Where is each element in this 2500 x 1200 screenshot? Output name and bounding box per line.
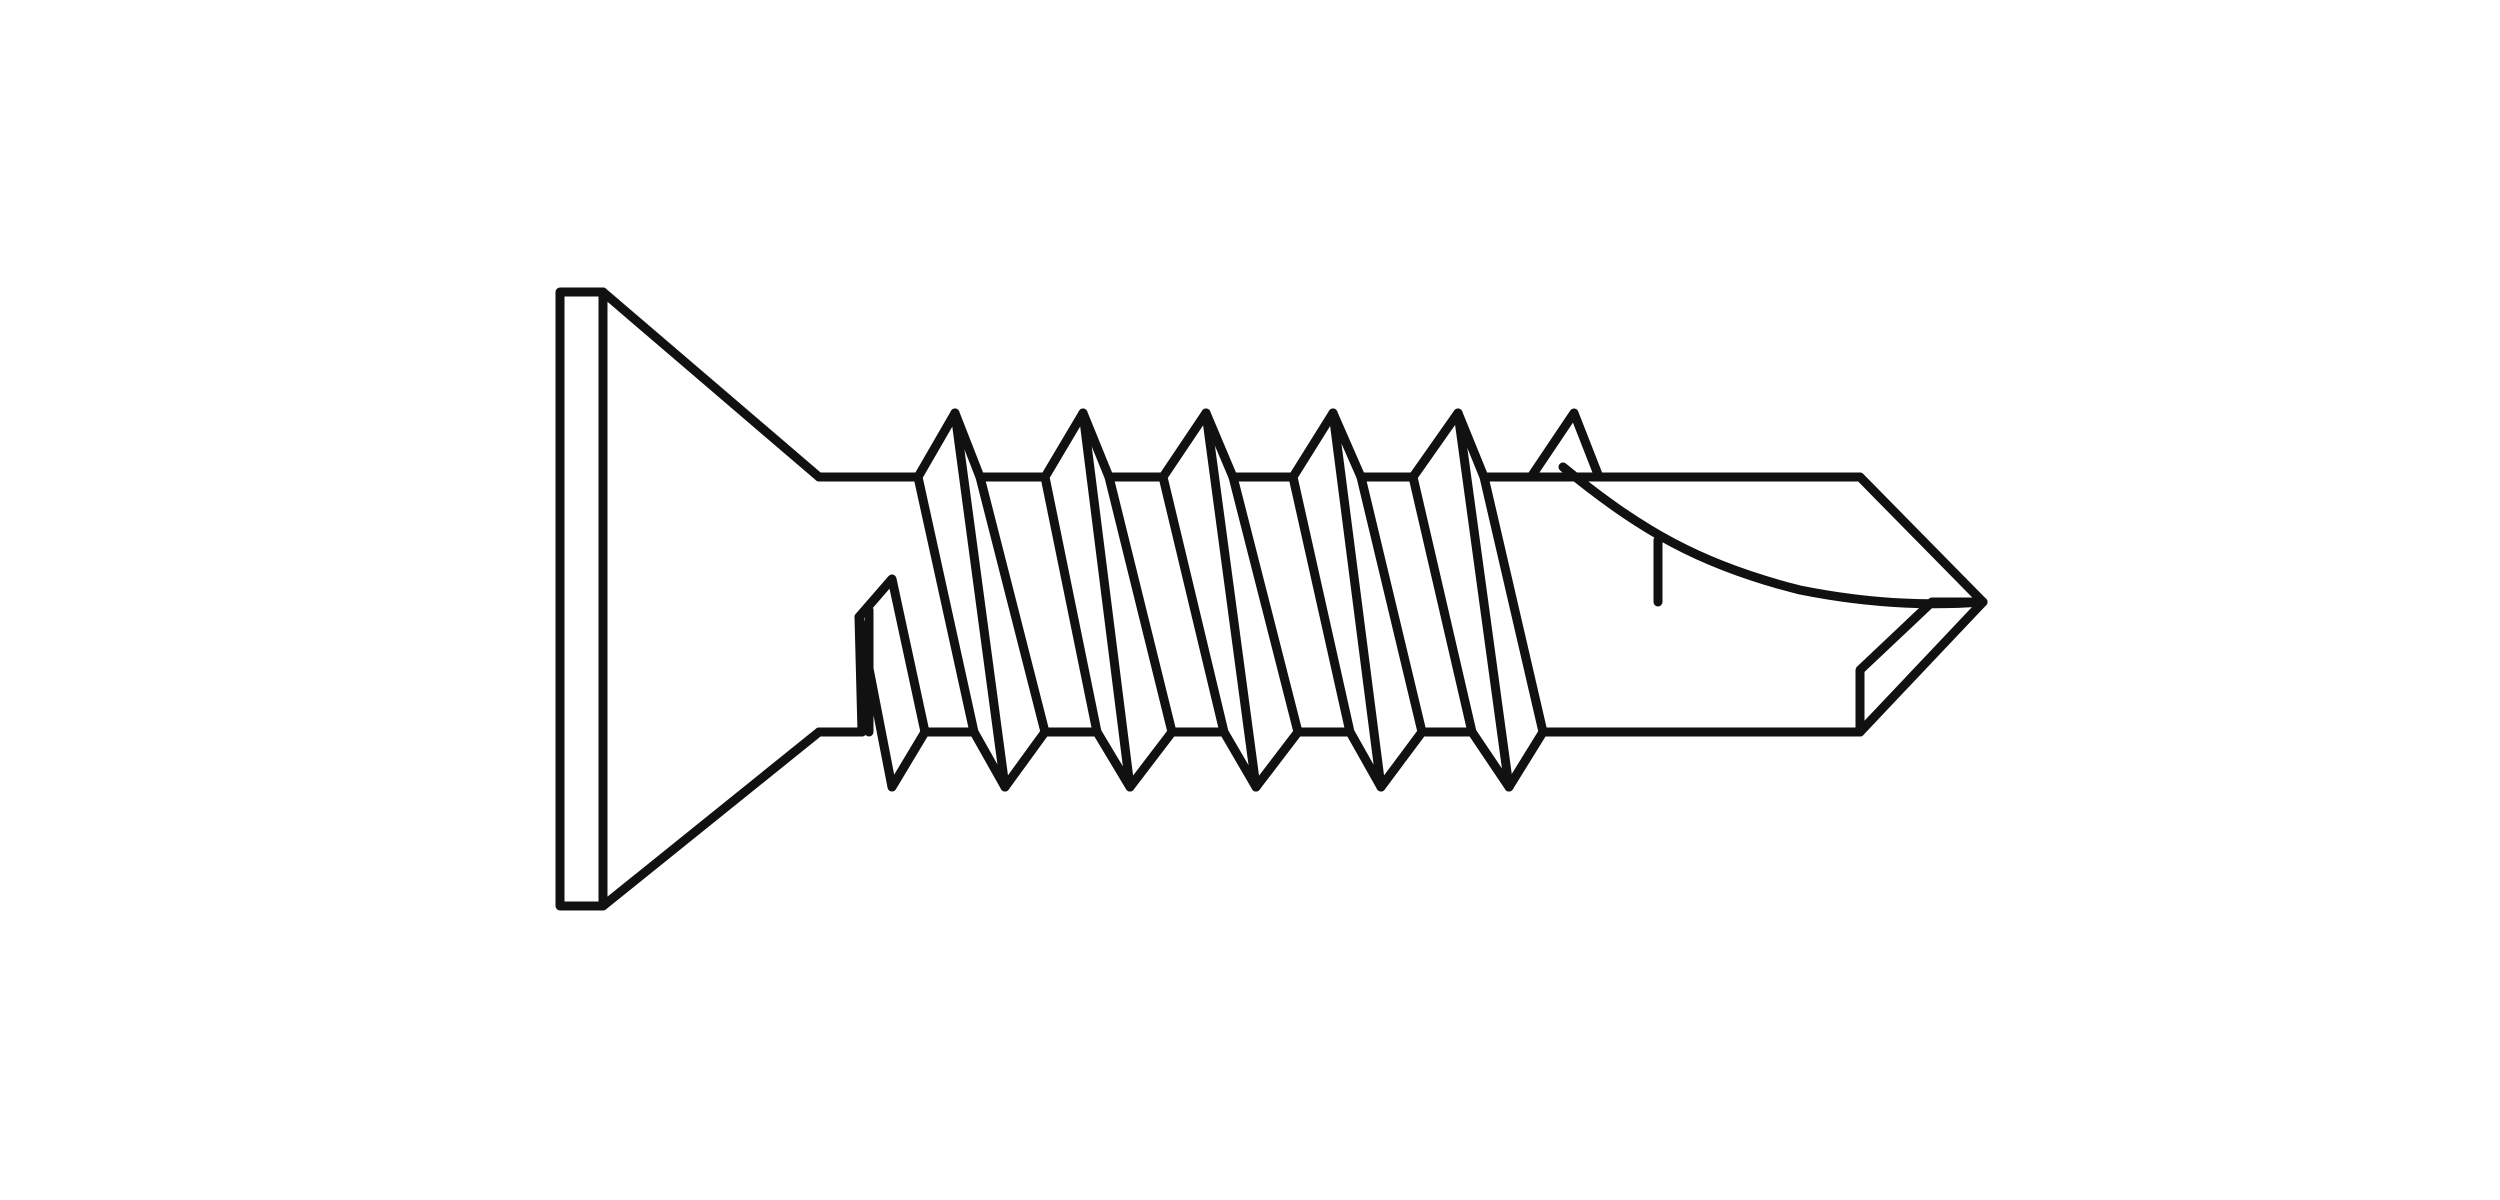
thread-tip xyxy=(1526,408,1604,482)
thread-flank xyxy=(1328,408,1386,792)
flute-curve xyxy=(1558,462,1988,609)
drill-point-top xyxy=(1855,472,1988,607)
screw-outline xyxy=(555,287,1988,911)
head-taper-top xyxy=(598,287,824,482)
head-taper-bottom xyxy=(598,727,824,911)
thread-partial xyxy=(854,574,930,737)
thread-flank xyxy=(1453,408,1514,792)
head-cap xyxy=(555,287,608,911)
drill-point-bottom xyxy=(1855,597,1988,737)
thread-flank xyxy=(1201,408,1261,792)
thread-flank xyxy=(1078,408,1135,792)
thread-flank xyxy=(950,408,1010,792)
